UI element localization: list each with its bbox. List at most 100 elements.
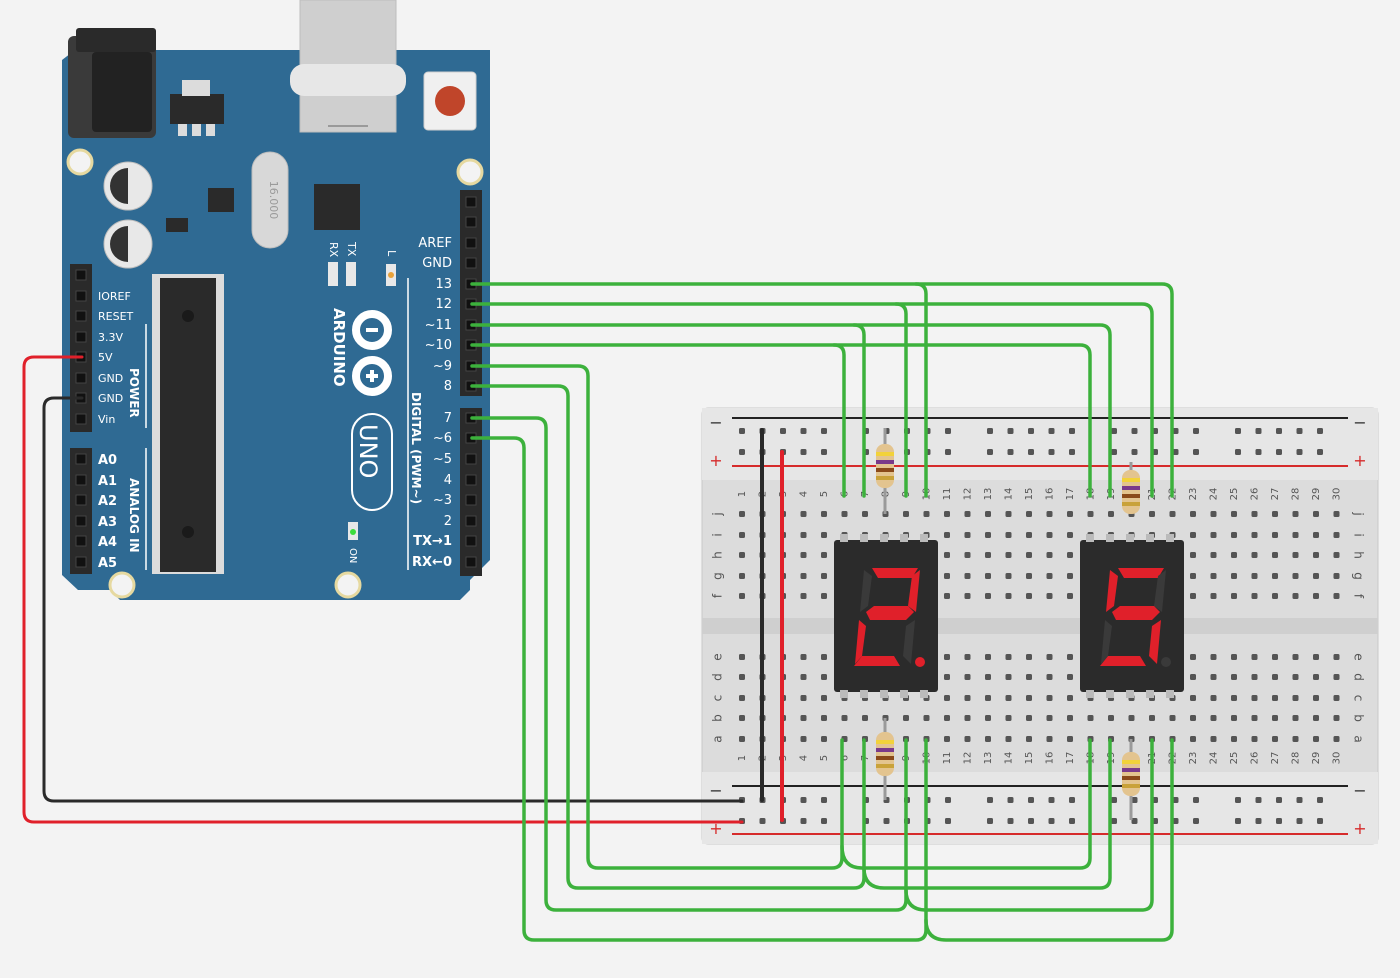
header-pin — [465, 494, 477, 506]
column-number: 5 — [819, 491, 830, 497]
row-letter: j — [1352, 511, 1366, 515]
breadboard-hole — [1067, 715, 1073, 721]
rail-hole — [1007, 449, 1014, 455]
reset-button[interactable] — [435, 86, 465, 116]
resistor[interactable] — [876, 428, 894, 514]
rail-hole — [1317, 797, 1323, 803]
wire-gnd-black[interactable] — [42, 396, 744, 803]
display-pin — [1126, 534, 1134, 542]
breadboard-hole — [1005, 674, 1012, 680]
rail-hole — [987, 449, 993, 455]
on-label: ON — [347, 548, 358, 563]
resistor-band — [1122, 478, 1140, 482]
breadboard-hole — [841, 715, 848, 721]
digital-pin-label: 4 — [444, 473, 452, 488]
breadboard-hole — [1210, 593, 1217, 599]
breadboard-hole — [1231, 532, 1237, 538]
breadboard-hole — [739, 736, 745, 742]
resistor[interactable] — [876, 718, 894, 800]
breadboard-hole — [1251, 511, 1258, 517]
breadboard-hole — [1272, 511, 1278, 517]
model-text: UNO — [354, 424, 382, 478]
rail-hole — [945, 449, 951, 455]
breadboard-hole — [1128, 715, 1135, 721]
resistor-body — [1122, 470, 1140, 514]
power-jack-inner — [92, 52, 152, 132]
breadboard-hole — [821, 695, 827, 701]
display-pin — [1166, 690, 1174, 698]
resistor[interactable] — [1122, 462, 1140, 514]
analog-pin-label: A1 — [98, 474, 117, 489]
logo-ring — [352, 356, 392, 396]
breadboard-hole — [1046, 511, 1053, 517]
rail-hole — [1111, 818, 1117, 824]
analog-pin-label: A3 — [98, 515, 117, 530]
digital-pin-label: RX←0 — [412, 555, 452, 570]
rail-hole — [821, 818, 827, 824]
breadboard-hole — [1251, 552, 1258, 558]
header-pin — [75, 269, 87, 281]
wire-pin-6-display1-bottom[interactable] — [470, 436, 928, 942]
display-pin — [1106, 690, 1114, 698]
breadboard-hole — [923, 511, 930, 517]
breadboard-hole — [1251, 736, 1258, 742]
breadboard-hole — [841, 511, 848, 517]
arduino-uno-board[interactable]: 16.000 RX TX L ARDUINO UNO ON — [62, 0, 490, 600]
bottom-power-rail — [702, 772, 1378, 844]
wire-pin-10-display2-top[interactable] — [832, 343, 1092, 498]
breadboard-hole — [985, 715, 991, 721]
row-letter: g — [711, 572, 725, 580]
display-pin — [1166, 534, 1174, 542]
seven-segment-display-1[interactable] — [834, 534, 938, 698]
wire-5v-red[interactable] — [22, 355, 744, 824]
breadboard-hole — [1210, 715, 1217, 721]
display-pin — [880, 534, 888, 542]
breadboard-hole — [1190, 715, 1196, 721]
rail-hole — [1048, 818, 1055, 824]
led-l-glow — [388, 272, 394, 278]
wire-pin-9-display1-bottom[interactable] — [470, 364, 844, 870]
segment-c — [903, 620, 915, 664]
breadboard-hole — [800, 674, 807, 680]
breadboard-hole — [1231, 736, 1237, 742]
header-pin — [465, 237, 477, 249]
breadboard-hole — [821, 593, 827, 599]
header-pin — [75, 290, 87, 302]
breadboard-hole — [800, 573, 807, 579]
wire-pin-6-display2-bottom[interactable] — [924, 738, 1174, 942]
column-number: 26 — [1250, 488, 1261, 501]
wire-pin-8-display1-bottom[interactable] — [470, 384, 866, 890]
wire-pin-7-display2-bottom[interactable] — [904, 738, 1154, 912]
breadboard-hole — [821, 674, 827, 680]
wire-pin-8-display2-bottom[interactable] — [862, 738, 1112, 890]
rail-hole — [1131, 797, 1138, 803]
column-number: 11 — [942, 752, 953, 765]
breadboard-hole — [1210, 654, 1217, 660]
breadboard-hole — [1169, 511, 1176, 517]
breadboard-hole — [1333, 674, 1340, 680]
breadboard-hole — [1292, 736, 1299, 742]
wire-pin-7-display1-bottom[interactable] — [470, 416, 908, 912]
breadboard-hole — [1272, 654, 1278, 660]
rail-hole — [945, 818, 951, 824]
breadboard-hole — [944, 695, 950, 701]
wire-pin-12-display2-top[interactable] — [894, 302, 1154, 498]
column-number: 23 — [1188, 488, 1199, 501]
digital-pin-label: ~5 — [433, 452, 452, 467]
rail-minus-label: − — [1353, 413, 1366, 432]
wire-pin-9-display2-bottom[interactable] — [840, 738, 1092, 870]
resistor[interactable] — [1122, 739, 1140, 820]
rail-hole — [1193, 818, 1199, 824]
power-pin-label: GND — [98, 392, 123, 405]
header-pin — [75, 556, 87, 568]
wire-pin-13-display2-top[interactable] — [914, 282, 1174, 498]
breadboard-hole — [985, 532, 991, 538]
wire-pin-11-display2-top[interactable] — [852, 323, 1112, 498]
breadboard-hole — [1005, 593, 1012, 599]
breadboard-hole — [1313, 593, 1319, 599]
breadboard-hole — [964, 695, 971, 701]
resistor-band — [1122, 784, 1140, 788]
seven-segment-display-2[interactable] — [1080, 534, 1184, 698]
mounting-hole — [456, 158, 484, 186]
header-pin — [465, 515, 477, 527]
